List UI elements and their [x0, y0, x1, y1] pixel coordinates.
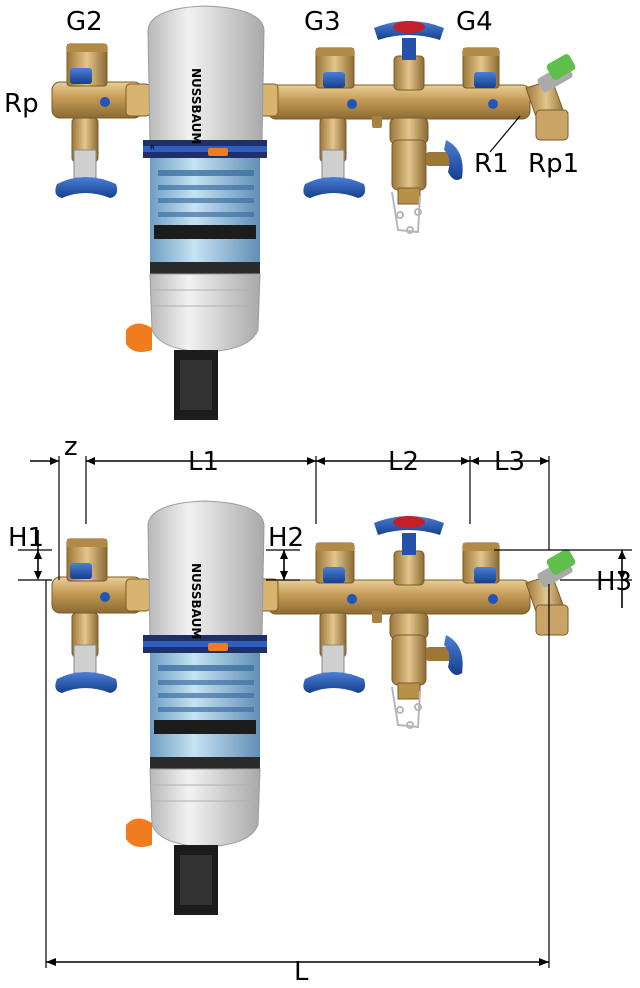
leader-r1	[489, 115, 521, 153]
label-g2: G2	[66, 7, 103, 37]
label-g3: G3	[304, 7, 341, 37]
label-r1: R1	[474, 149, 509, 179]
top-labels: G2 G3 G4 Rp R1 Rp1	[4, 7, 579, 179]
dim-h1: H1	[8, 523, 44, 553]
dimension-labels: z L1 L2 L3 H1 H2 H3 L	[8, 432, 632, 987]
dimension-lines	[18, 456, 632, 968]
dim-h2: H2	[268, 523, 304, 553]
dim-l3: L3	[494, 447, 525, 477]
dim-h3: H3	[596, 567, 632, 597]
dim-l: L	[294, 957, 309, 983]
brand-logo: NUSSBAUM	[189, 68, 203, 144]
label-rp1: Rp1	[528, 149, 579, 179]
brand-badge: R	[150, 144, 155, 152]
label-rp: Rp	[4, 89, 39, 119]
dim-l2: L2	[388, 447, 419, 477]
label-g4: G4	[456, 7, 493, 37]
top-assembly: NUSSBAUM R	[51, 5, 578, 421]
dim-z: z	[64, 432, 78, 462]
dim-l1: L1	[188, 447, 219, 477]
bottom-assembly: NUSSBAUM	[51, 500, 578, 916]
brand-logo-2: NUSSBAUM	[189, 563, 203, 639]
